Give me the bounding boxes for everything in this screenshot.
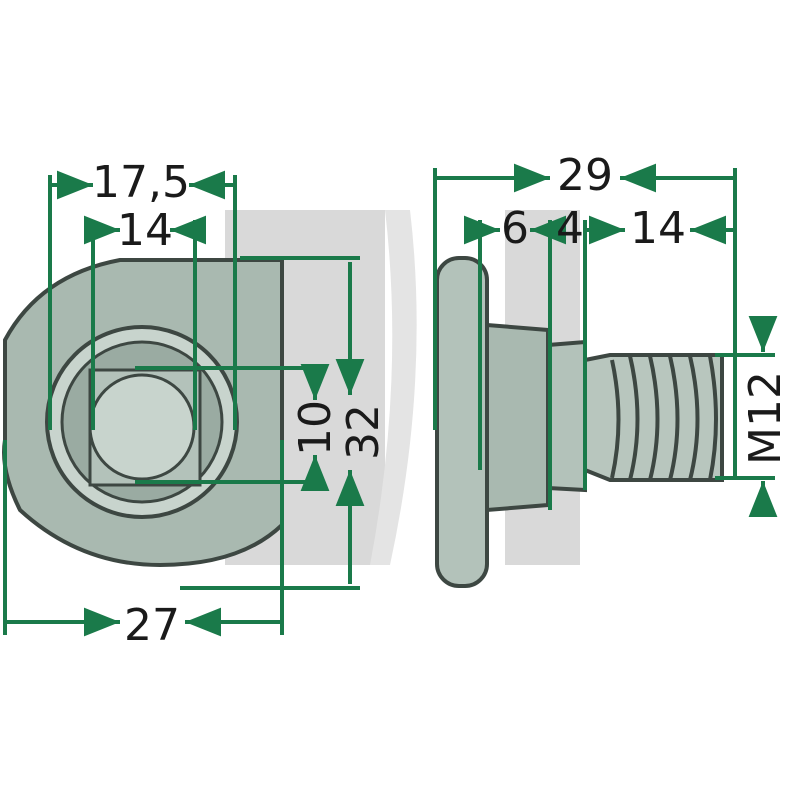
- label-27: 27: [124, 600, 180, 651]
- label-10: 10: [290, 400, 341, 456]
- label-4: 4: [556, 203, 584, 254]
- label-14-side: 14: [630, 203, 686, 254]
- dimension-lines: [3, 163, 778, 637]
- label-6: 6: [501, 203, 529, 254]
- label-m12: M12: [740, 371, 791, 465]
- label-14-front: 14: [117, 205, 173, 256]
- bolt-front-view: [2, 258, 284, 568]
- label-17-5: 17,5: [92, 157, 190, 208]
- bolt-side-view: [435, 256, 724, 588]
- label-32: 32: [338, 404, 389, 460]
- dimension-labels: 17,5 14 27 29 6 4 14 10 32 M12: [92, 150, 791, 651]
- thread-lines: [610, 355, 718, 481]
- label-29: 29: [557, 150, 613, 201]
